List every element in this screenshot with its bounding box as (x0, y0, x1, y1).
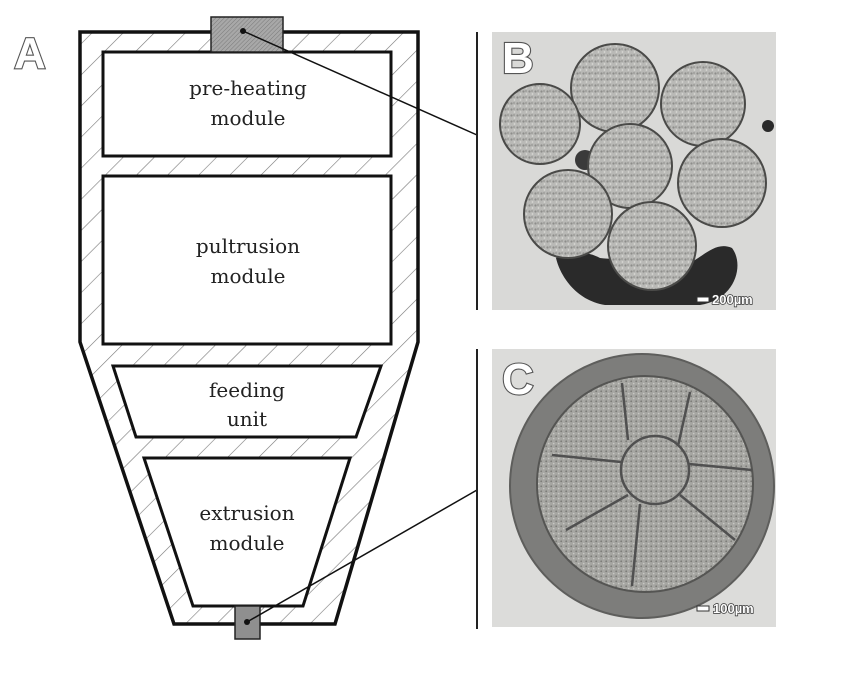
fiber-inlet (210, 16, 284, 53)
feeding-unit-box (110, 364, 384, 439)
panel-c: 100µm (492, 349, 776, 627)
scale-label-c: 100µm (713, 601, 754, 616)
scale-bar-b (696, 296, 710, 303)
bundle-boundaries (551, 382, 753, 587)
pointer-line-b (242, 30, 478, 136)
pointer-dot-b (240, 28, 246, 34)
panel-b-label: B (502, 34, 534, 83)
feeding-label-line1: feeding (209, 378, 285, 402)
extrusion-label-line1: extrusion (199, 501, 294, 525)
preheating-module-box (101, 50, 393, 158)
extrusion-module-box (141, 456, 353, 608)
scale-bar-c (696, 605, 710, 612)
feeding-label-line2: unit (227, 407, 267, 431)
preheating-label-line1: pre-heating (189, 76, 307, 100)
panel-a-label: A (14, 29, 46, 78)
fiber-core (536, 375, 754, 593)
pultrusion-label-line2: module (211, 264, 286, 288)
scale-label-b: 200µm (712, 292, 753, 307)
extrusion-label-line2: module (210, 531, 285, 555)
panel-a: A pre-heating module pultrusion module f… (13, 16, 478, 640)
pultrusion-module-box (101, 174, 393, 346)
panel-c-label: C (502, 355, 534, 404)
pultrusion-label-line1: pultrusion (196, 234, 300, 258)
fiber-bundles (499, 43, 767, 291)
panel-b: 200µm (492, 32, 776, 310)
pointer-dot-c (244, 619, 250, 625)
pointer-line-c (246, 489, 478, 623)
preheating-label-line2: module (211, 106, 286, 130)
